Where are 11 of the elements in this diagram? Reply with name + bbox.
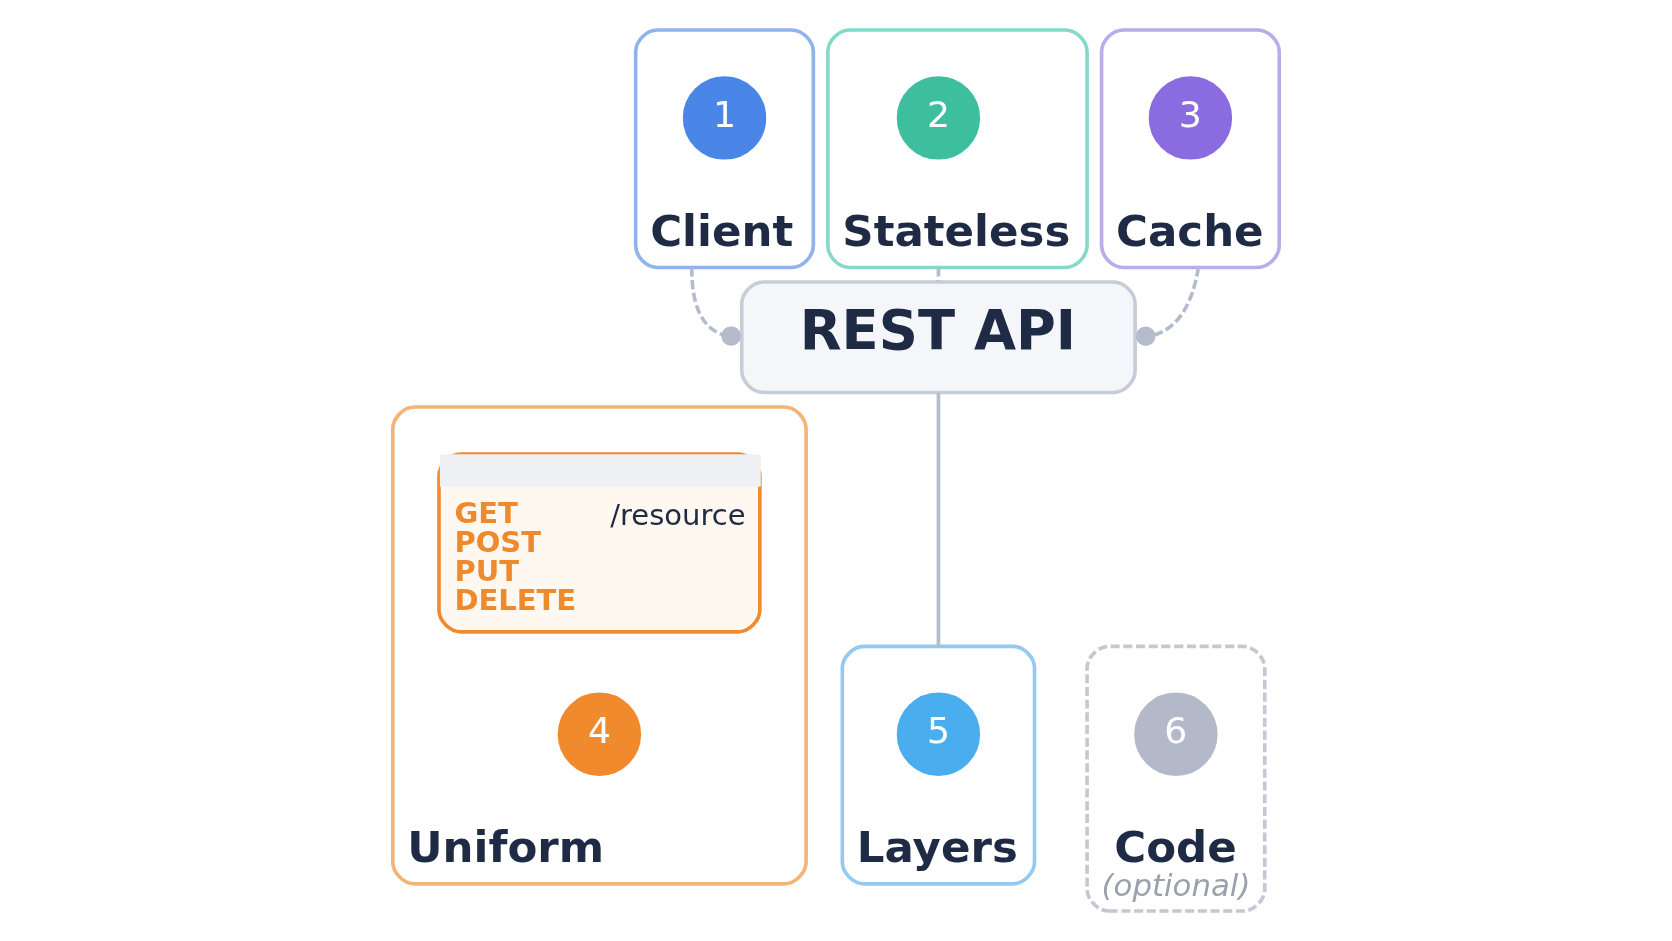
node-circle: 2 (896, 76, 981, 160)
node-circle: 3 (1148, 76, 1233, 160)
node-circle: 6 (1134, 692, 1218, 776)
node-circle: 4 (557, 692, 642, 776)
node-circle: 5 (896, 692, 981, 776)
connector (1135, 267, 1201, 346)
connector (936, 267, 941, 282)
node-circle: 1 (682, 76, 767, 160)
connector (690, 267, 741, 346)
connector (936, 392, 941, 647)
node-box: REST API (739, 280, 1137, 395)
